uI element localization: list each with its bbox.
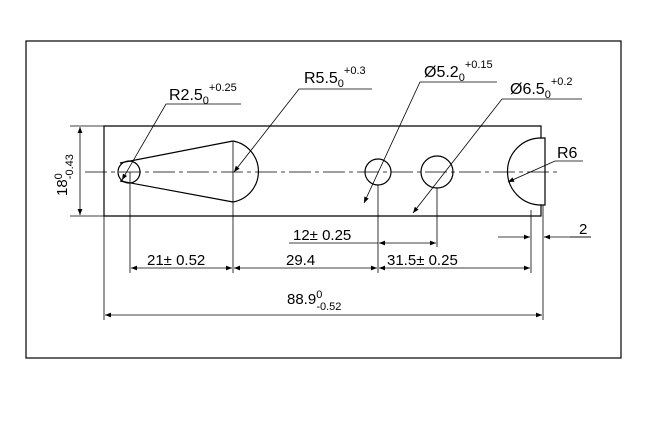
callout-d52: Ø5.20+0.15 xyxy=(424,59,493,84)
r6-notch-arc xyxy=(506,137,542,206)
dim-height-text: 180-0.43 xyxy=(53,154,76,196)
dim-12-text: 12± 0.25 xyxy=(293,227,351,244)
dim-29-4-text: 29.4 xyxy=(286,252,315,269)
dim-21-text: 21± 0.52 xyxy=(147,252,205,269)
leader-r55 xyxy=(233,88,372,173)
callout-d65: Ø6.50+0.2 xyxy=(510,76,573,101)
leader-d65 xyxy=(412,98,582,214)
callout-r25: R2.50+0.25 xyxy=(169,82,237,107)
drawing-frame xyxy=(25,40,622,359)
leader-r6 xyxy=(507,160,583,183)
part-outline xyxy=(103,125,546,217)
dim-31-5-text: 31.5± 0.25 xyxy=(387,252,458,269)
leader-d52 xyxy=(363,81,497,204)
slot-tangent-bottom xyxy=(119,180,234,203)
slot-large-end xyxy=(232,140,259,203)
slot-tangent-top xyxy=(119,140,234,164)
dim-overall-text: 88.90-0.52 xyxy=(287,289,341,313)
callout-r55: R5.50+0.3 xyxy=(304,65,366,90)
dim-2-text: 2 xyxy=(579,221,587,238)
leader-r25 xyxy=(121,103,241,181)
callout-r6: R6 xyxy=(557,145,578,162)
